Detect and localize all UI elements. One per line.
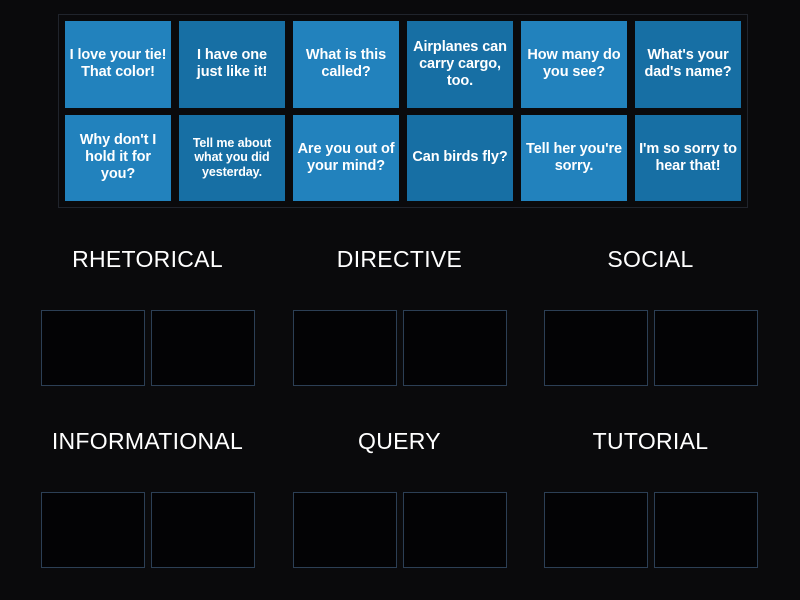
draggable-tile[interactable]: Tell her you're sorry.	[521, 114, 627, 201]
category-label: INFORMATIONAL	[51, 428, 244, 454]
dropzone[interactable]	[653, 310, 758, 386]
dropzone-row	[292, 310, 507, 386]
dropzone[interactable]	[402, 310, 507, 386]
dropzone[interactable]	[543, 310, 648, 386]
draggable-tile[interactable]: Can birds fly?	[407, 114, 513, 201]
category-group-tutorial: TUTORIAL	[543, 430, 758, 568]
tile-grid: I love your tie! That color! I have one …	[65, 21, 741, 201]
dropzone-row	[40, 310, 255, 386]
category-group-rhetorical: RHETORICAL	[40, 248, 255, 386]
category-label: SOCIAL	[607, 246, 694, 272]
category-label: DIRECTIVE	[336, 246, 463, 272]
dropzone[interactable]	[543, 492, 648, 568]
draggable-tile[interactable]: What is this called?	[293, 21, 399, 108]
dropzone[interactable]	[292, 310, 397, 386]
dropzone[interactable]	[653, 492, 758, 568]
category-label: RHETORICAL	[72, 246, 223, 272]
draggable-tile[interactable]: What's your dad's name?	[635, 21, 741, 108]
category-label: TUTORIAL	[592, 428, 709, 454]
draggable-tile[interactable]: I have one just like it!	[179, 21, 285, 108]
category-group-directive: DIRECTIVE	[292, 248, 507, 386]
dropzone[interactable]	[40, 492, 145, 568]
dropzone-row	[292, 492, 507, 568]
dropzone-row	[40, 492, 255, 568]
draggable-tile[interactable]: I'm so sorry to hear that!	[635, 114, 741, 201]
dropzone[interactable]	[150, 310, 255, 386]
category-group-informational: INFORMATIONAL	[40, 430, 255, 568]
draggable-tile[interactable]: How many do you see?	[521, 21, 627, 108]
dropzone[interactable]	[40, 310, 145, 386]
category-label: QUERY	[358, 428, 441, 454]
dropzone[interactable]	[292, 492, 397, 568]
dropzone[interactable]	[402, 492, 507, 568]
draggable-tile[interactable]: I love your tie! That color!	[65, 21, 171, 108]
draggable-tile[interactable]: Are you out of your mind?	[293, 114, 399, 201]
tile-bank-panel: I love your tie! That color! I have one …	[58, 14, 748, 208]
draggable-tile[interactable]: Airplanes can carry cargo, too.	[407, 21, 513, 108]
draggable-tile[interactable]: Why don't I hold it for you?	[65, 114, 171, 201]
draggable-tile[interactable]: Tell me about what you did yesterday.	[179, 114, 285, 201]
category-group-query: QUERY	[292, 430, 507, 568]
dropzone-row	[543, 310, 758, 386]
dropzone[interactable]	[150, 492, 255, 568]
dropzone-row	[543, 492, 758, 568]
category-group-social: SOCIAL	[543, 248, 758, 386]
